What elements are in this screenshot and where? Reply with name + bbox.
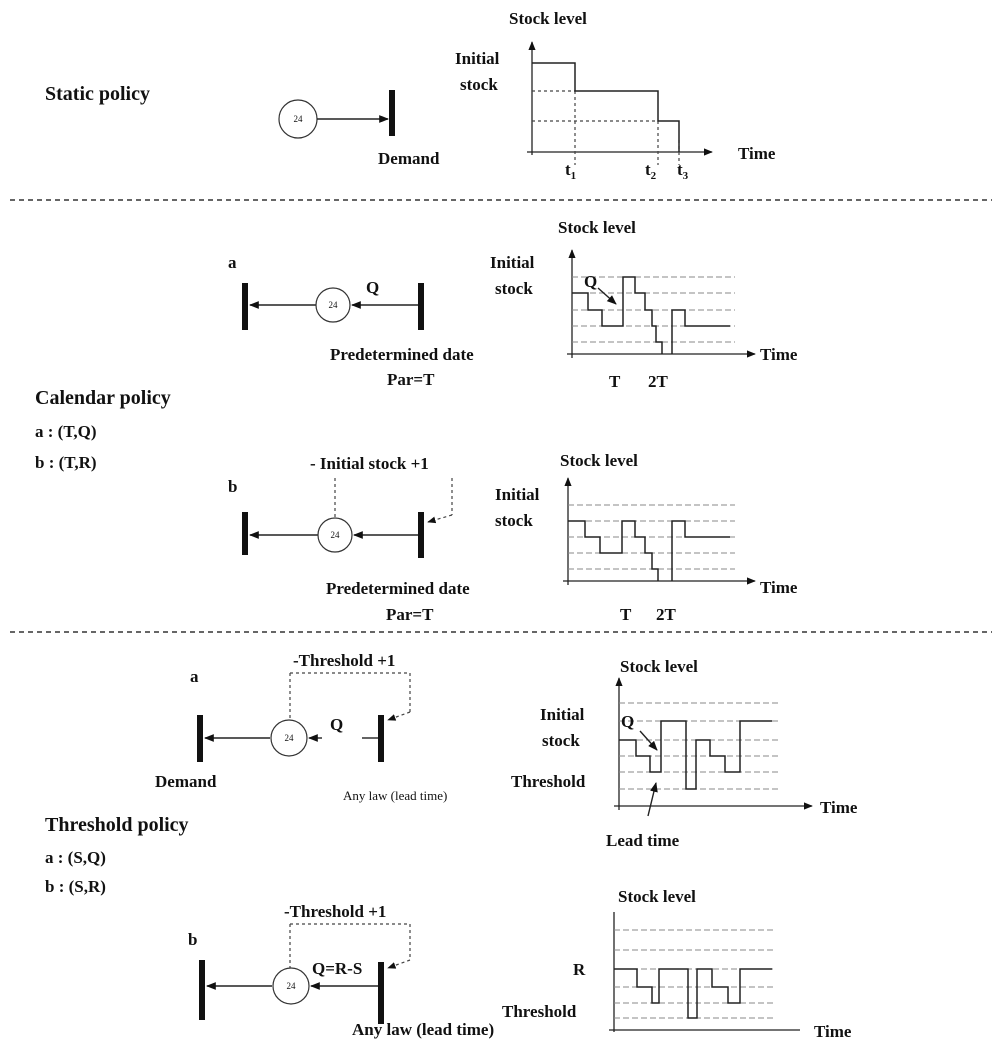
variant-letter: b	[228, 477, 237, 496]
threshold-label: Threshold	[511, 772, 586, 791]
initial-stock-label-1: Initial	[455, 49, 500, 68]
stock-place	[272, 967, 310, 1005]
order-quantity-label: Q	[330, 715, 343, 734]
threshold-b-stock-chart: Stock level R Threshold Time	[502, 887, 852, 1039]
control-arc-label: -Threshold +1	[284, 902, 386, 921]
initial-stock-label-2: stock	[460, 75, 498, 94]
tick-t2: t2	[645, 160, 657, 182]
calendar-policy-title: Calendar policy	[35, 387, 171, 409]
initial-stock-label-1: Initial	[495, 485, 540, 504]
initial-stock-label-1: Initial	[490, 253, 535, 272]
threshold-a-petri-net: a -Threshold +1 24 Q Demand Any law (lea…	[155, 651, 447, 803]
static-petri-net: 24 Demand	[278, 90, 440, 168]
stock-token-count: 24	[294, 114, 304, 124]
stock-step-line	[568, 520, 730, 581]
tick-T: T	[609, 372, 621, 391]
period-label: Par=T	[386, 605, 434, 624]
stock-token-count: 24	[329, 300, 339, 310]
stock-step-line	[572, 276, 730, 354]
static-policy-title: Static policy	[45, 83, 150, 105]
stock-step-line	[619, 720, 772, 790]
stock-place	[317, 517, 353, 553]
stock-token-count: 24	[331, 530, 341, 540]
chart-y-label: Stock level	[560, 451, 638, 470]
x-axis-label: Time	[760, 578, 798, 597]
threshold-policy-section: Threshold policy a : (S,Q) b : (S,R) a -…	[45, 651, 858, 1039]
chart-y-label: Stock level	[618, 887, 696, 906]
static-stock-chart: Stock level Initial stock Time t1 t2 t3	[455, 9, 776, 182]
static-policy-section: Static policy 24 Demand Stock level Init…	[45, 9, 776, 182]
lead-time-pointer-arrow	[647, 782, 658, 817]
lead-time-law-label: Any law (lead time)	[343, 788, 447, 803]
x-axis-label: Time	[820, 798, 858, 817]
control-arc-to-order	[427, 514, 453, 524]
tick-2T: 2T	[648, 372, 669, 391]
tick-t1: t1	[565, 160, 576, 182]
q-pointer-arrow	[639, 730, 658, 751]
control-arc-to-order	[387, 959, 411, 969]
lead-time-label: Lead time	[606, 831, 680, 850]
control-arc-to-order	[387, 711, 411, 721]
q-pointer-arrow	[597, 287, 617, 305]
tick-t3: t3	[677, 160, 689, 182]
calendar-a-stock-chart: Stock level Initial stock Q Time T 2T	[490, 218, 798, 391]
predetermined-date-label: Predetermined date	[326, 579, 470, 598]
x-axis-label: Time	[738, 144, 776, 163]
initial-stock-label-2: stock	[542, 731, 580, 750]
order-quantity-label: Q	[584, 272, 597, 291]
variant-letter: a	[190, 667, 199, 686]
r-level-label: R	[573, 960, 586, 979]
x-axis-label: Time	[814, 1022, 852, 1039]
threshold-variant-a: a : (S,Q)	[45, 848, 106, 867]
stock-place	[270, 719, 308, 757]
tick-2T: 2T	[656, 605, 677, 624]
initial-stock-label-2: stock	[495, 279, 533, 298]
demand-label: Demand	[155, 772, 217, 791]
calendar-variant-a: a : (T,Q)	[35, 422, 97, 441]
threshold-a-stock-chart: Stock level Initial stock Threshold Q Le…	[511, 657, 858, 850]
stock-token-count: 24	[287, 981, 297, 991]
x-axis-label: Time	[760, 345, 798, 364]
stock-token-count: 24	[285, 733, 295, 743]
initial-stock-label-2: stock	[495, 511, 533, 530]
chart-y-label: Stock level	[509, 9, 587, 28]
lead-time-law-label: Any law (lead time)	[352, 1020, 494, 1039]
stock-step-line	[614, 968, 772, 1019]
order-quantity-label: Q	[621, 712, 634, 731]
threshold-policy-title: Threshold policy	[45, 814, 189, 836]
predetermined-date-label: Predetermined date	[330, 345, 474, 364]
calendar-b-stock-chart: Stock level Initial stock Time T 2T	[495, 451, 798, 624]
tick-T: T	[620, 605, 632, 624]
order-quantity-label: Q	[366, 278, 379, 297]
threshold-variant-b: b : (S,R)	[45, 877, 106, 896]
control-arc-label: -Threshold +1	[293, 651, 395, 670]
threshold-label: Threshold	[502, 1002, 577, 1021]
variant-letter: a	[228, 253, 237, 272]
calendar-b-petri-net: b - Initial stock +1 24 Predetermined da…	[228, 454, 470, 624]
calendar-variant-b: b : (T,R)	[35, 453, 97, 472]
control-arc-label: - Initial stock +1	[310, 454, 429, 473]
variant-letter: b	[188, 930, 197, 949]
initial-stock-label-1: Initial	[540, 705, 585, 724]
chart-y-label: Stock level	[558, 218, 636, 237]
calendar-a-petri-net: a 24 Q Predetermined date Par=T	[228, 253, 474, 389]
threshold-b-petri-net: b -Threshold +1 24 Q=R-S Any law (lead t…	[188, 902, 494, 1039]
demand-label: Demand	[378, 149, 440, 168]
chart-y-label: Stock level	[620, 657, 698, 676]
calendar-policy-section: Calendar policy a : (T,Q) b : (T,R) a 24…	[35, 218, 798, 624]
period-label: Par=T	[387, 370, 435, 389]
stock-step-line	[532, 62, 680, 152]
stock-place	[315, 287, 351, 323]
order-quantity-label: Q=R-S	[312, 959, 362, 978]
